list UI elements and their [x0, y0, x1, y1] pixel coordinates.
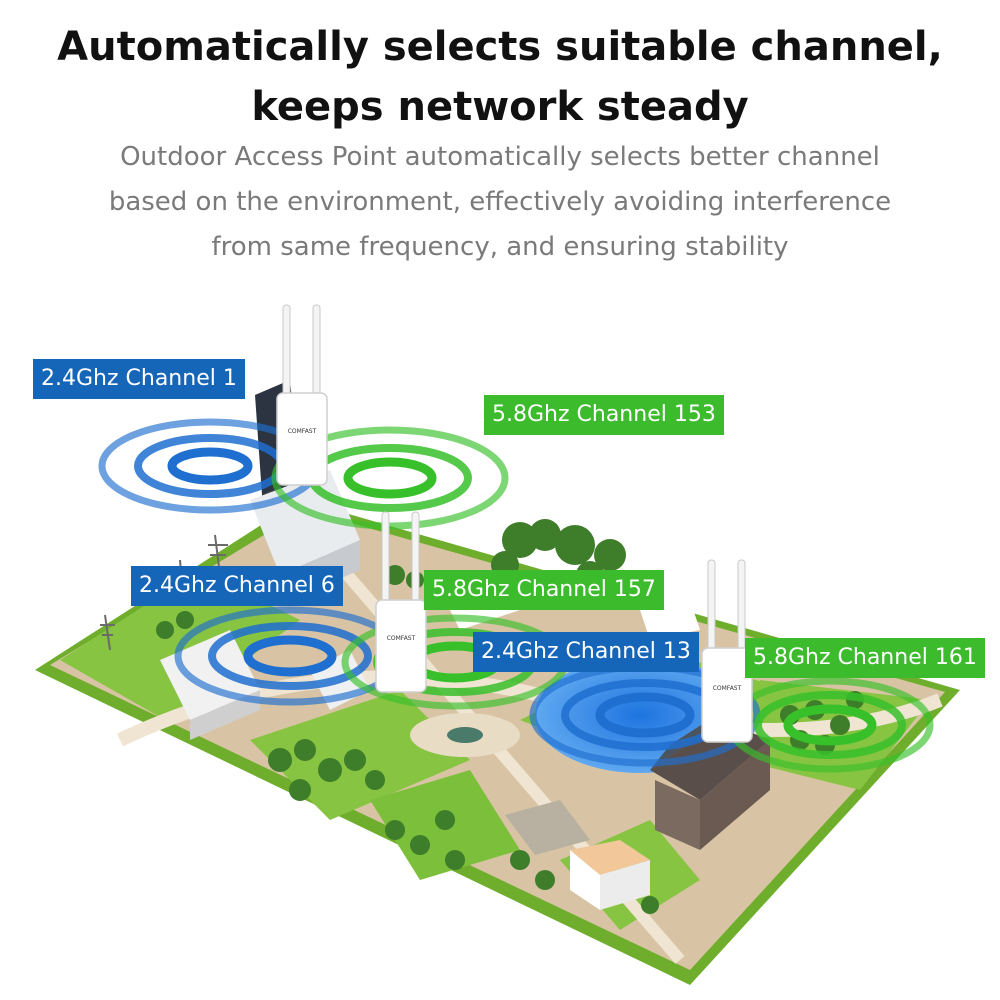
label-5-8ghz-channel-153: 5.8Ghz Channel 153 — [484, 395, 724, 435]
signal-waves — [98, 418, 934, 773]
label-2-4ghz-channel-6: 2.4Ghz Channel 6 — [131, 566, 343, 606]
headline-line-2: keeps network steady — [251, 84, 749, 130]
description-line-3: from same frequency, and ensuring stabil… — [211, 232, 789, 262]
access-point-3: COMFAST — [701, 559, 753, 743]
label-5-8ghz-channel-161: 5.8Ghz Channel 161 — [745, 638, 985, 678]
description-line-1: Outdoor Access Point automatically selec… — [120, 142, 880, 172]
headline-line-1: Automatically selects suitable channel, — [57, 24, 943, 70]
label-2-4ghz-channel-13: 2.4Ghz Channel 13 — [473, 632, 699, 672]
device-brand-3: COMFAST — [713, 685, 742, 692]
device-brand-1: COMFAST — [288, 428, 317, 435]
label-5-8ghz-channel-157: 5.8Ghz Channel 157 — [424, 570, 664, 610]
device-brand-2: COMFAST — [387, 635, 416, 642]
description-line-2: based on the environment, effectively av… — [108, 187, 892, 217]
access-point-2: COMFAST — [375, 511, 427, 693]
access-point-1: COMFAST — [276, 304, 328, 486]
label-2-4ghz-channel-1: 2.4Ghz Channel 1 — [33, 359, 245, 399]
